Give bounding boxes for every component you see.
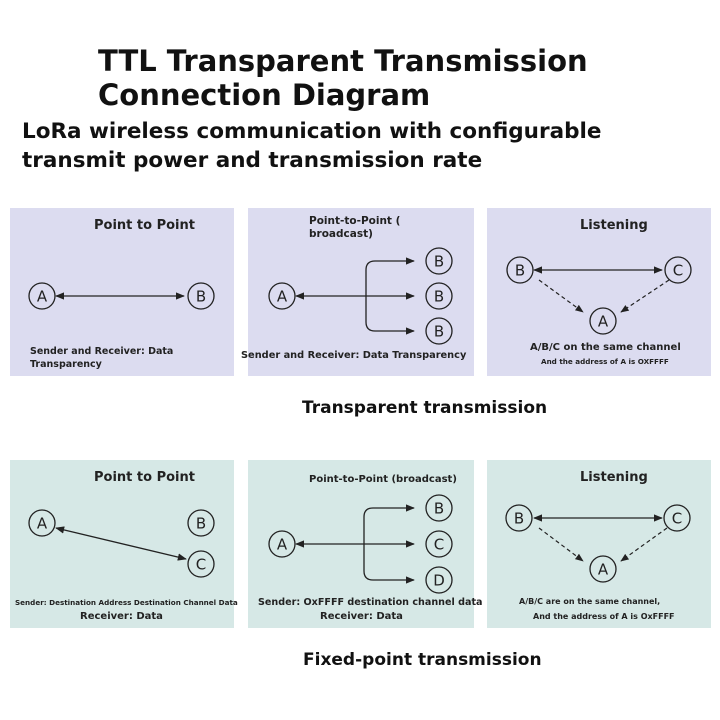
title-line-2: broadcast)	[309, 228, 373, 240]
transparent-listening-diagram: B C A	[506, 256, 692, 335]
page-subtitle: LoRa wireless communication with configu…	[22, 117, 601, 175]
node-a-label: A	[37, 515, 48, 533]
node-b: B	[187, 509, 215, 537]
node-d: D	[425, 566, 453, 594]
bus-bottom	[363, 544, 415, 584]
transparent-p2p-diagram: A B	[28, 282, 215, 310]
fixed-broadcast-note-1: Sender: OxFFFF destination channel data	[258, 597, 483, 608]
fixed-broadcast-diagram: A B C D	[268, 494, 453, 594]
node-b: B	[505, 504, 533, 532]
node-a-label: A	[277, 288, 288, 306]
transparent-listening-title: Listening	[580, 218, 648, 233]
bus-bottom	[365, 296, 415, 335]
subtitle-line-2: transmit power and transmission rate	[22, 148, 483, 173]
title-line-1: TTL Transparent Transmission	[98, 44, 588, 78]
node-b-label: B	[196, 288, 206, 306]
node-b: B	[506, 256, 534, 284]
node-d-label: D	[433, 572, 445, 590]
node-a-label: A	[598, 561, 609, 579]
fixed-broadcast-panel: Point-to-Point (broadcast) A B C D	[248, 460, 483, 628]
node-b-label: B	[514, 510, 524, 528]
node-b-middle: B	[425, 282, 453, 310]
node-c-label: C	[672, 510, 682, 528]
fixed-listening-note-1: A/B/C are on the same channel,	[519, 597, 661, 606]
transparent-broadcast-note: Sender and Receiver: Data Transparency	[241, 350, 467, 361]
fixed-p2p-diagram: A B C	[28, 509, 215, 578]
node-a: A	[268, 530, 296, 558]
fixed-listening-title: Listening	[580, 470, 648, 485]
node-b: B	[187, 282, 215, 310]
note-line-2: Transparency	[30, 359, 102, 370]
node-a: A	[28, 282, 56, 310]
page-title: TTL Transparent Transmission Connection …	[98, 44, 588, 112]
node-a: A	[28, 509, 56, 537]
transparent-section-label: Transparent transmission	[302, 398, 548, 418]
node-a-label: A	[277, 536, 288, 554]
subtitle-line-1: LoRa wireless communication with configu…	[22, 119, 602, 144]
node-b-bottom: B	[425, 317, 453, 345]
node-a: A	[589, 307, 617, 335]
node-c: C	[425, 530, 453, 558]
link-b-a	[538, 527, 584, 562]
transparent-broadcast-panel: Point-to-Point (broadcast) A B B B	[241, 208, 474, 376]
link-a-c	[55, 526, 187, 561]
node-c: C	[664, 256, 692, 284]
fixed-p2p-panel: Point to Point A B C Sender: Destination…	[10, 460, 238, 628]
node-b-label: B	[196, 515, 206, 533]
note-line-1: Sender and Receiver: Data	[30, 346, 174, 357]
node-c-label: C	[434, 536, 444, 554]
node-a-label: A	[37, 288, 48, 306]
fixed-p2p-title: Point to Point	[94, 470, 195, 485]
link-c-a	[620, 279, 670, 313]
fixed-listening-note-2: And the address of A is OxFFFF	[533, 612, 675, 621]
fixed-broadcast-title: Point-to-Point (broadcast)	[309, 474, 457, 485]
transparent-listening-note-2: And the address of A is OXFFFF	[541, 357, 669, 366]
node-b: B	[425, 494, 453, 522]
bus-top	[365, 257, 415, 296]
fixed-p2p-note-2: Receiver: Data	[80, 611, 163, 622]
node-c-label: C	[673, 262, 683, 280]
title-line-2: Connection Diagram	[98, 78, 431, 112]
node-c: C	[187, 550, 215, 578]
transparent-listening-panel: Listening B C A A/B/C on the same channe…	[487, 208, 711, 376]
node-b-middle-label: B	[434, 288, 444, 306]
node-c-label: C	[196, 556, 206, 574]
node-b-top: B	[425, 247, 453, 275]
node-a: A	[268, 282, 296, 310]
node-b-top-label: B	[434, 253, 444, 271]
fixed-listening-panel: Listening B C A A/B/C are on the same ch…	[487, 460, 711, 628]
transparent-broadcast-diagram: A B B B	[268, 247, 453, 345]
node-a: A	[589, 555, 617, 583]
node-c: C	[663, 504, 691, 532]
transparent-p2p-panel: Point to Point A B Sender and Receiver: …	[10, 208, 234, 376]
transparent-broadcast-title: Point-to-Point (broadcast)	[309, 215, 400, 241]
transparent-listening-note-1: A/B/C on the same channel	[530, 342, 681, 353]
bus-top	[363, 504, 415, 544]
node-a-label: A	[598, 313, 609, 331]
node-b-bottom-label: B	[434, 323, 444, 341]
fixed-section-label: Fixed-point transmission	[303, 650, 542, 670]
link-c-a	[620, 527, 668, 562]
title-line-1: Point-to-Point (	[309, 215, 401, 227]
transparent-p2p-title: Point to Point	[94, 218, 195, 233]
fixed-listening-diagram: B C A	[505, 504, 691, 583]
node-b-label: B	[515, 262, 525, 280]
node-b-label: B	[434, 500, 444, 518]
fixed-broadcast-note-2: Receiver: Data	[320, 611, 403, 622]
link-b-a	[538, 279, 584, 313]
fixed-p2p-note-1: Sender: Destination Address Destination …	[15, 598, 238, 607]
